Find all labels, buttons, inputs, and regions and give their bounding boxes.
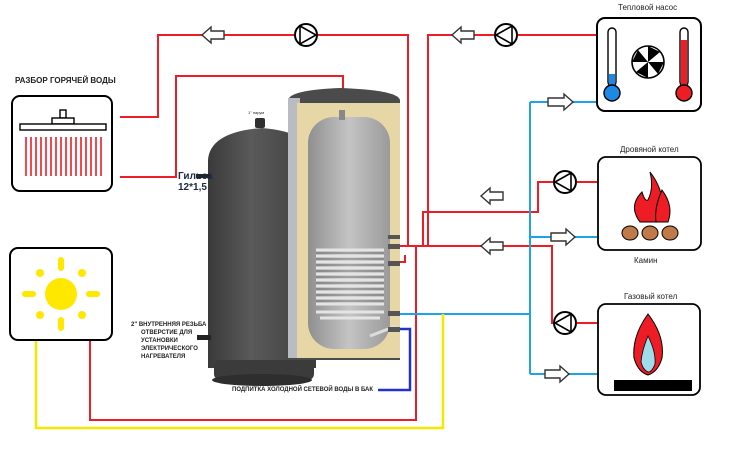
flow-arrow-icon (550, 227, 577, 247)
heater-port-line: ЭЛЕКТРИЧЕСКОГО (141, 346, 198, 352)
heat-pump-icon (596, 17, 702, 112)
coil-collector-pipe (400, 245, 598, 324)
heater-port-line: НАГРЕВАТЕЛЯ (141, 354, 186, 360)
heater-port-line: ОТВЕРСТИЕ ДЛЯ (141, 330, 193, 336)
flow-arrow-icon (479, 186, 504, 206)
gas-flame-icon (597, 303, 701, 396)
coil-upper-bracket (398, 255, 406, 263)
heater-port-label: 2" ВНУТРЕННЯЯ РЕЗЬБА ОТВЕРСТИЕ ДЛЯ УСТАН… (131, 321, 206, 361)
heater-port-line: 2" ВНУТРЕННЯЯ РЕЗЬБА (131, 322, 207, 328)
pump-icon[interactable] (494, 23, 518, 47)
heater-port-line: УСТАНОВКИ (141, 338, 178, 344)
wood-boiler-label: Дровяной котел (620, 145, 679, 154)
sleeve-label: Гильза 12*1,5 (178, 171, 212, 193)
cold-feed-label: ПОДПИТКА ХОЛОДНОЙ СЕТЕВОЙ ВОДЫ В БАК (232, 387, 374, 393)
hot-water-pipes (89, 34, 598, 421)
flow-arrow-icon (450, 25, 475, 45)
pump-icon[interactable] (553, 170, 577, 194)
sleeve-label-line1: Гильза (178, 171, 213, 182)
pump-icon[interactable] (553, 311, 577, 335)
solar-return-pipe (89, 246, 417, 421)
wood-fire-icon (597, 156, 702, 251)
sleeve-label-line2: 12*1,5 (178, 182, 207, 193)
flow-arrow-icon (479, 236, 504, 256)
heat-pump-supply-pipe (427, 34, 598, 246)
hot-water-outlet-label: РАЗБОР ГОРЯЧЕЙ ВОДЫ (15, 76, 116, 85)
solar-pipe (34, 314, 445, 430)
pump-icon[interactable] (294, 23, 318, 47)
sun-icon (9, 247, 113, 341)
heat-pump-label: Тепловой насос (618, 3, 678, 12)
flow-arrow-icon (200, 25, 225, 45)
gas-boiler-label: Газовый котел (624, 292, 678, 301)
hot-supply-pipe (120, 34, 409, 246)
shower-icon (11, 95, 113, 192)
mains-feed-pipe (378, 327, 412, 392)
flow-arrow-icon (544, 364, 571, 384)
indirect-boiler-tank (288, 88, 400, 360)
top-port-label: 1" нарум (248, 110, 265, 115)
fireplace-label: Камин (634, 256, 658, 265)
hot-return-pipe (120, 75, 344, 178)
flow-arrow-icon (547, 92, 575, 112)
